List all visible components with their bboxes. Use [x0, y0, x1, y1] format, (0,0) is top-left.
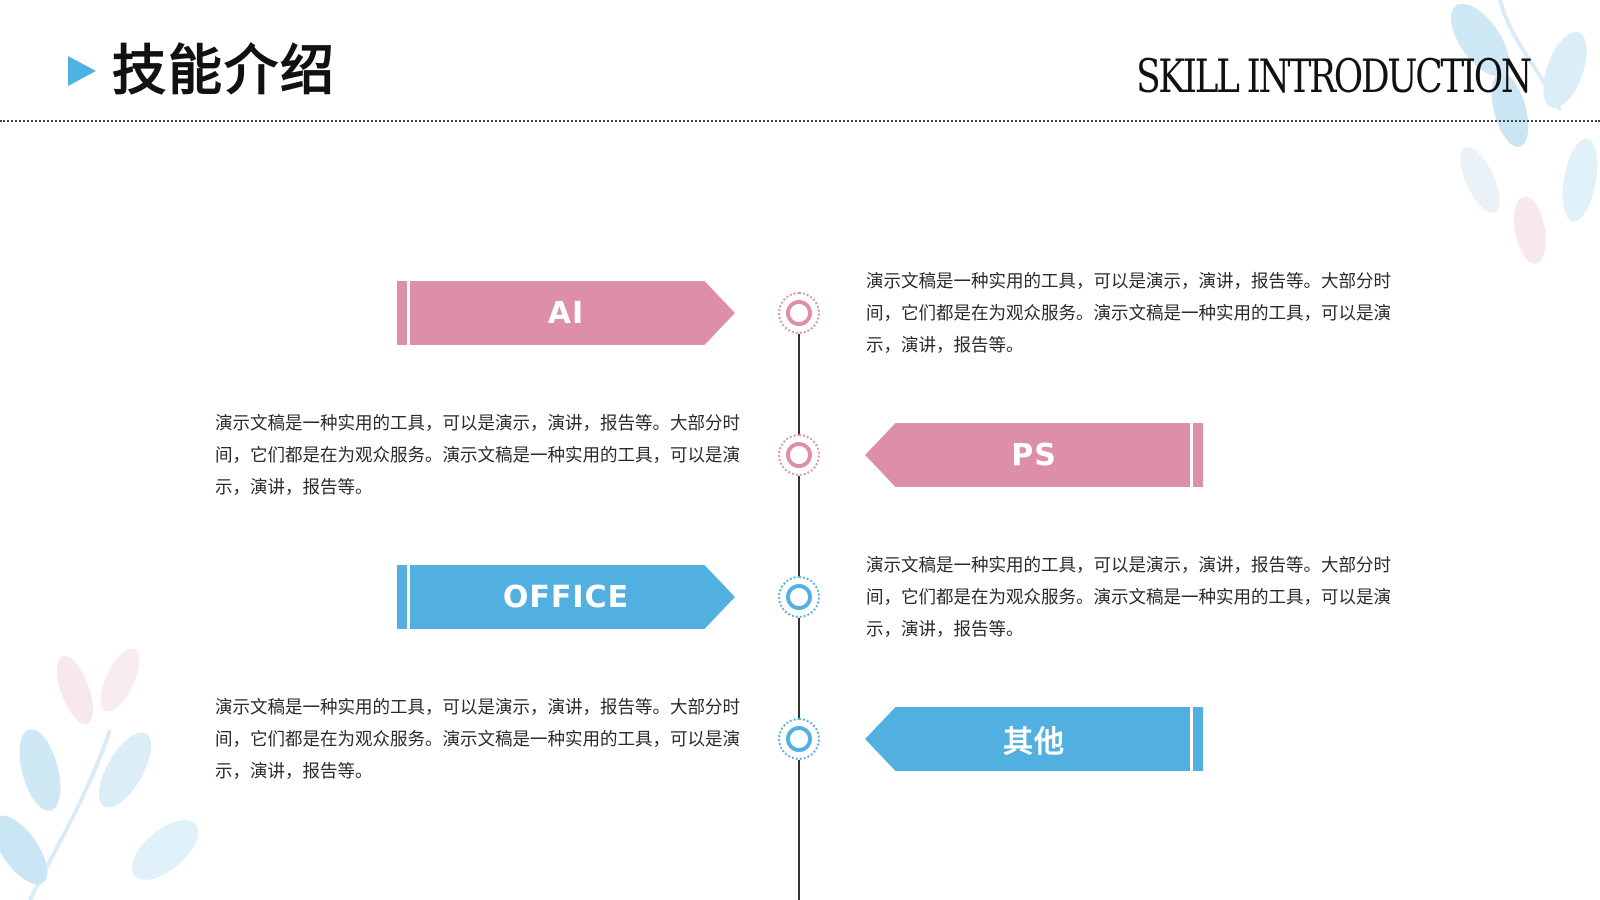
leaf-decoration-bottom-left [0, 648, 199, 900]
skill-tag-ai: AI [397, 281, 735, 345]
skill-tag-label: OFFICE [502, 579, 630, 615]
skill-tag-label: 其他 [1003, 725, 1065, 760]
skill-description-ps: 演示文稿是一种实用的工具，可以是演示，演讲，报告等。大部分时间，它们都是在为观众… [215, 414, 740, 498]
skill-tag-office: OFFICE [397, 565, 735, 629]
timeline-node-other [778, 718, 820, 760]
timeline-node-ai [778, 292, 820, 334]
leaf-decoration-top-right [1450, 0, 1598, 264]
skill-tag-ps: PS [865, 423, 1203, 487]
skill-description-ai: 演示文稿是一种实用的工具，可以是演示，演讲，报告等。大部分时间，它们都是在为观众… [866, 272, 1391, 356]
header-divider [0, 120, 1600, 122]
timeline-node-office [778, 576, 820, 618]
skill-tag-label: AI [547, 295, 585, 331]
page-title: 技能介绍 [112, 39, 336, 102]
page-subtitle: SKILL INTRODUCTION [1136, 49, 1532, 103]
timeline-node-ps [778, 434, 820, 476]
skill-description-other: 演示文稿是一种实用的工具，可以是演示，演讲，报告等。大部分时间，它们都是在为观众… [215, 698, 740, 782]
skill-description-office: 演示文稿是一种实用的工具，可以是演示，演讲，报告等。大部分时间，它们都是在为观众… [866, 556, 1391, 640]
title-marker-icon [68, 56, 96, 86]
skill-tag-other: 其他 [865, 707, 1203, 771]
skill-tag-label: PS [1011, 437, 1057, 473]
